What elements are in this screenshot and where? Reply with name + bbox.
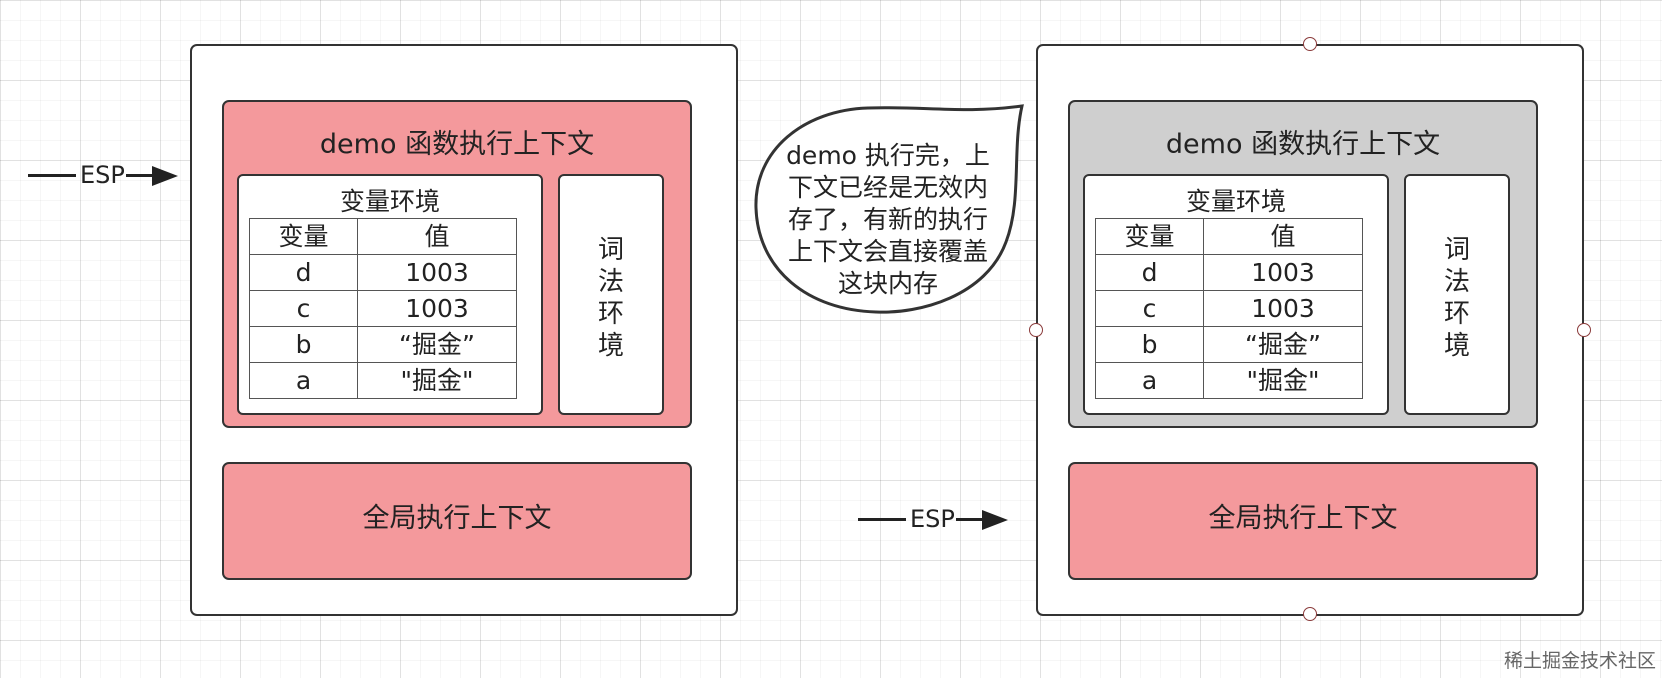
table-row: b “掘金” bbox=[1095, 326, 1363, 363]
esp-line bbox=[28, 174, 76, 177]
left-demo-context-title: demo 函数执行上下文 bbox=[319, 129, 595, 160]
right-demo-context-title: demo 函数执行上下文 bbox=[1165, 129, 1441, 160]
right-call-stack: demo 函数执行上下文 变量环境 变量 值 d 1003 c 1003 b bbox=[1036, 44, 1584, 616]
table-row: a "掘金" bbox=[1095, 362, 1363, 399]
right-lexical-environment: 词 法 环 境 bbox=[1404, 174, 1510, 415]
esp-line bbox=[126, 174, 154, 177]
resize-handle-bottom[interactable] bbox=[1303, 607, 1317, 621]
left-demo-execution-context: demo 函数执行上下文 变量环境 变量 值 d 1003 c 1003 b bbox=[222, 100, 692, 428]
table-header-cell: 变量 bbox=[249, 218, 358, 255]
bubble-line: 这块内存 bbox=[837, 269, 938, 298]
table-cell: d bbox=[249, 254, 358, 291]
lexical-char: 词 bbox=[597, 235, 624, 265]
right-demo-execution-context: demo 函数执行上下文 变量环境 变量 值 d 1003 c 1003 b bbox=[1068, 100, 1538, 428]
table-cell: b bbox=[1095, 326, 1204, 363]
left-global-execution-context: 全局执行上下文 bbox=[222, 462, 692, 580]
table-header-row: 变量 值 bbox=[249, 218, 517, 255]
table-header-cell: 变量 bbox=[1095, 218, 1204, 255]
resize-handle-right[interactable] bbox=[1577, 323, 1591, 337]
table-row: d 1003 bbox=[249, 254, 517, 291]
lexical-char: 境 bbox=[597, 331, 624, 361]
lexical-char: 境 bbox=[1443, 331, 1470, 361]
resize-handle-top[interactable] bbox=[1303, 37, 1317, 51]
bubble-line: demo 执行完，上 bbox=[786, 141, 990, 170]
table-row: b “掘金” bbox=[249, 326, 517, 363]
right-variable-env-title: 变量环境 bbox=[1185, 187, 1286, 216]
right-lexical-env-label: 词 法 环 境 bbox=[1442, 234, 1472, 362]
table-cell: “掘金” bbox=[357, 326, 517, 363]
table-row: d 1003 bbox=[1095, 254, 1363, 291]
table-cell: 1003 bbox=[357, 290, 517, 327]
table-cell: d bbox=[1095, 254, 1204, 291]
right-variable-environment: 变量环境 变量 值 d 1003 c 1003 b “掘金” bbox=[1083, 174, 1389, 415]
resize-handle-left[interactable] bbox=[1029, 323, 1043, 337]
table-header-cell: 值 bbox=[1203, 218, 1363, 255]
table-row: a "掘金" bbox=[249, 362, 517, 399]
left-variable-environment: 变量环境 变量 值 d 1003 c 1003 b “掘金” bbox=[237, 174, 543, 415]
lexical-char: 法 bbox=[597, 267, 624, 297]
watermark: 稀土掘金技术社区 bbox=[1500, 646, 1656, 673]
table-cell: a bbox=[1095, 362, 1204, 399]
table-cell: "掘金" bbox=[357, 362, 517, 399]
table-cell: c bbox=[1095, 290, 1204, 327]
speech-bubble bbox=[754, 104, 1024, 314]
esp-line bbox=[858, 518, 906, 521]
lexical-char: 词 bbox=[1443, 235, 1470, 265]
table-cell: "掘金" bbox=[1203, 362, 1363, 399]
left-lexical-environment: 词 法 环 境 bbox=[558, 174, 664, 415]
right-variable-table: 变量 值 d 1003 c 1003 b “掘金” a "掘金" bbox=[1095, 218, 1363, 399]
right-global-execution-context: 全局执行上下文 bbox=[1068, 462, 1538, 580]
bubble-line: 存了，有新的执行 bbox=[787, 205, 988, 234]
bubble-line: 上下文会直接覆盖 bbox=[787, 237, 988, 266]
esp-label: ESP bbox=[80, 161, 125, 189]
table-cell: a bbox=[249, 362, 358, 399]
esp-line bbox=[956, 518, 984, 521]
table-row: c 1003 bbox=[249, 290, 517, 327]
right-global-context-label: 全局执行上下文 bbox=[1208, 503, 1398, 534]
right-esp-pointer: ESP bbox=[858, 502, 1008, 538]
left-esp-pointer: ESP bbox=[28, 158, 178, 194]
table-cell: 1003 bbox=[1203, 254, 1363, 291]
table-cell: 1003 bbox=[1203, 290, 1363, 327]
lexical-char: 环 bbox=[597, 299, 624, 329]
table-cell: c bbox=[249, 290, 358, 327]
left-variable-env-title: 变量环境 bbox=[339, 187, 440, 216]
table-cell: b bbox=[249, 326, 358, 363]
table-cell: “掘金” bbox=[1203, 326, 1363, 363]
table-header-row: 变量 值 bbox=[1095, 218, 1363, 255]
esp-label: ESP bbox=[910, 505, 955, 533]
table-header-cell: 值 bbox=[357, 218, 517, 255]
left-variable-table: 变量 值 d 1003 c 1003 b “掘金” a "掘金" bbox=[249, 218, 517, 399]
arrow-right-icon bbox=[982, 510, 1008, 530]
bubble-line: 下文已经是无效内 bbox=[787, 173, 988, 202]
left-lexical-env-label: 词 法 环 境 bbox=[596, 234, 626, 362]
lexical-char: 法 bbox=[1443, 267, 1470, 297]
table-row: c 1003 bbox=[1095, 290, 1363, 327]
lexical-char: 环 bbox=[1443, 299, 1470, 329]
left-call-stack: demo 函数执行上下文 变量环境 变量 值 d 1003 c 1003 b bbox=[190, 44, 738, 616]
table-cell: 1003 bbox=[357, 254, 517, 291]
watermark-text: 稀土掘金技术社区 bbox=[1503, 650, 1656, 672]
left-global-context-label: 全局执行上下文 bbox=[362, 503, 552, 534]
arrow-right-icon bbox=[152, 166, 178, 186]
speech-bubble-text: demo 执行完，上 下文已经是无效内 存了，有新的执行 上下文会直接覆盖 这块… bbox=[768, 140, 1008, 300]
